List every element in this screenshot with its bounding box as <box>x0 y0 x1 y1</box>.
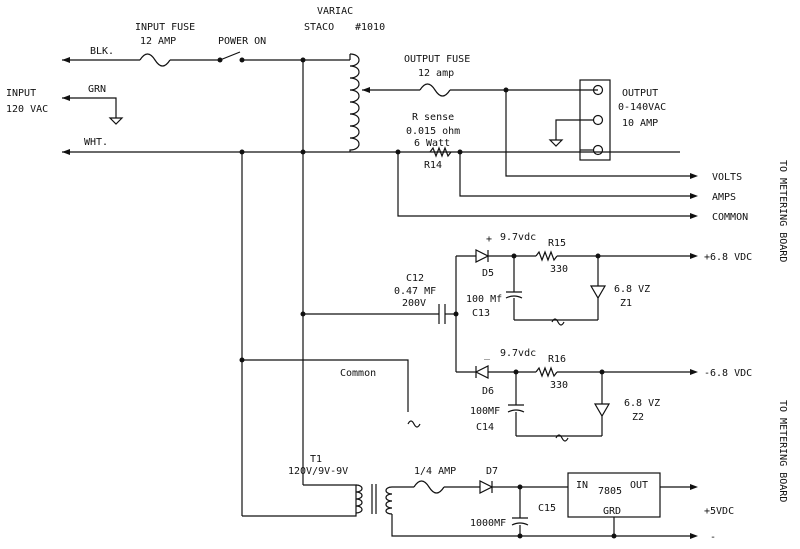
z2-value: 6.8 VZ <box>624 398 660 409</box>
r14-label: R14 <box>424 160 442 171</box>
d5-voltage: 9.7vdc <box>500 232 536 243</box>
plus-68-label: +6.8 VDC <box>704 252 752 263</box>
output-fuse-rating: 12 amp <box>418 68 454 79</box>
c12-value: 0.47 MF <box>394 286 436 297</box>
volts-label: VOLTS <box>712 172 742 183</box>
power-on-label: POWER ON <box>218 36 266 47</box>
ground-symbol-z2 <box>555 434 569 442</box>
plus-5-label: +5VDC <box>704 506 734 517</box>
ground-symbol-grn <box>108 117 124 125</box>
mains-section <box>62 51 698 219</box>
d6-diode <box>474 365 489 379</box>
output-current-label: 10 AMP <box>622 118 658 129</box>
variac-coil <box>349 53 360 152</box>
amps-label: AMPS <box>712 192 736 203</box>
d6-label: D6 <box>482 386 494 397</box>
c13-value: 100 Mf <box>466 294 502 305</box>
ground-symbol-receptacle <box>548 139 564 147</box>
input-voltage-label: 120 VAC <box>6 104 48 115</box>
reg-gnd-label: GRD <box>603 506 621 517</box>
t1-primary <box>355 484 363 514</box>
variac-label: VARIAC <box>317 6 353 17</box>
minus-out-label: - <box>710 532 716 543</box>
input-fuse-label: INPUT FUSE <box>135 22 195 33</box>
plus-sign: + <box>486 234 492 245</box>
staco-label: STACO <box>304 22 334 33</box>
grn-label: GRN <box>88 84 106 95</box>
blk-label: BLK. <box>90 46 114 57</box>
minus-sign: _ <box>484 349 491 360</box>
c14-label: C14 <box>476 422 494 433</box>
quarter-amp-fuse <box>413 480 445 494</box>
five-volt-section <box>242 472 698 539</box>
d5-diode <box>475 249 490 263</box>
input-fuse-rating: 12 AMP <box>140 36 176 47</box>
t1-secondary <box>385 486 393 515</box>
ground-symbol-common <box>407 420 421 428</box>
c15-capacitor <box>511 487 529 536</box>
z1-value: 6.8 VZ <box>614 284 650 295</box>
d5-label: D5 <box>482 268 494 279</box>
power-switch-symbol <box>219 51 241 61</box>
r16-value: 330 <box>550 380 568 391</box>
r-sense-label: R sense <box>412 112 454 123</box>
r14-resistor <box>429 146 452 158</box>
r15-resistor <box>535 250 558 262</box>
output-fuse-symbol <box>419 83 451 97</box>
c12-capacitor <box>438 304 446 324</box>
ground-symbol-z1 <box>551 318 565 326</box>
c12-label: C12 <box>406 273 424 284</box>
r16-label: R16 <box>548 354 566 365</box>
common-out-label: COMMON <box>712 212 748 223</box>
wht-label: WHT. <box>84 137 108 148</box>
d7-label: D7 <box>486 466 498 477</box>
reg-model-label: 7805 <box>598 486 622 497</box>
c15-value: 1000MF <box>470 518 506 529</box>
r-sense-value: 0.015 ohm <box>406 126 460 137</box>
d7-diode <box>479 480 494 494</box>
r15-value: 330 <box>550 264 568 275</box>
minus-68-label: -6.8 VDC <box>704 368 752 379</box>
c12-voltage: 200V <box>402 298 426 309</box>
r-sense-power: 6 Watt <box>414 138 450 149</box>
z2-label: Z2 <box>632 412 644 423</box>
c15-label: C15 <box>538 503 556 514</box>
r16-resistor <box>535 366 558 378</box>
c14-value: 100MF <box>470 406 500 417</box>
dual-supply-section <box>239 60 698 516</box>
quarter-amp-label: 1/4 AMP <box>414 466 456 477</box>
output-fuse-label: OUTPUT FUSE <box>404 54 470 65</box>
common-label: Common <box>340 368 376 379</box>
variac-model-label: #1010 <box>355 22 385 33</box>
variac-wiper-arrow <box>362 87 370 93</box>
z1-zener <box>589 256 607 320</box>
output-label: OUTPUT <box>622 88 658 99</box>
z1-label: Z1 <box>620 298 632 309</box>
reg-in-label: IN <box>576 480 588 491</box>
output-range-label: 0-140VAC <box>618 102 666 113</box>
t1-rating: 120V/9V-9V <box>288 466 348 477</box>
z2-zener <box>593 372 611 436</box>
d6-voltage: 9.7vdc <box>500 348 536 359</box>
input-fuse-symbol <box>139 53 171 67</box>
c13-label: C13 <box>472 308 490 319</box>
to-metering-bottom: TO METERING BOARD <box>777 400 788 502</box>
r15-label: R15 <box>548 238 566 249</box>
to-metering-top: TO METERING BOARD <box>777 160 788 262</box>
t1-label: T1 <box>310 454 322 465</box>
reg-out-label: OUT <box>630 480 648 491</box>
input-label: INPUT <box>6 88 36 99</box>
